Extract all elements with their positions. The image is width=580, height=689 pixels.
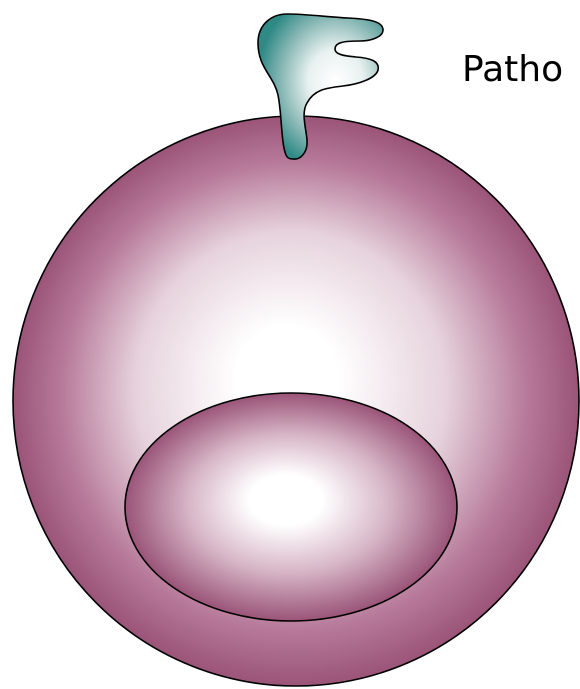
nucleus-icon [125, 393, 457, 621]
pathogen-label: Patho [462, 48, 563, 92]
